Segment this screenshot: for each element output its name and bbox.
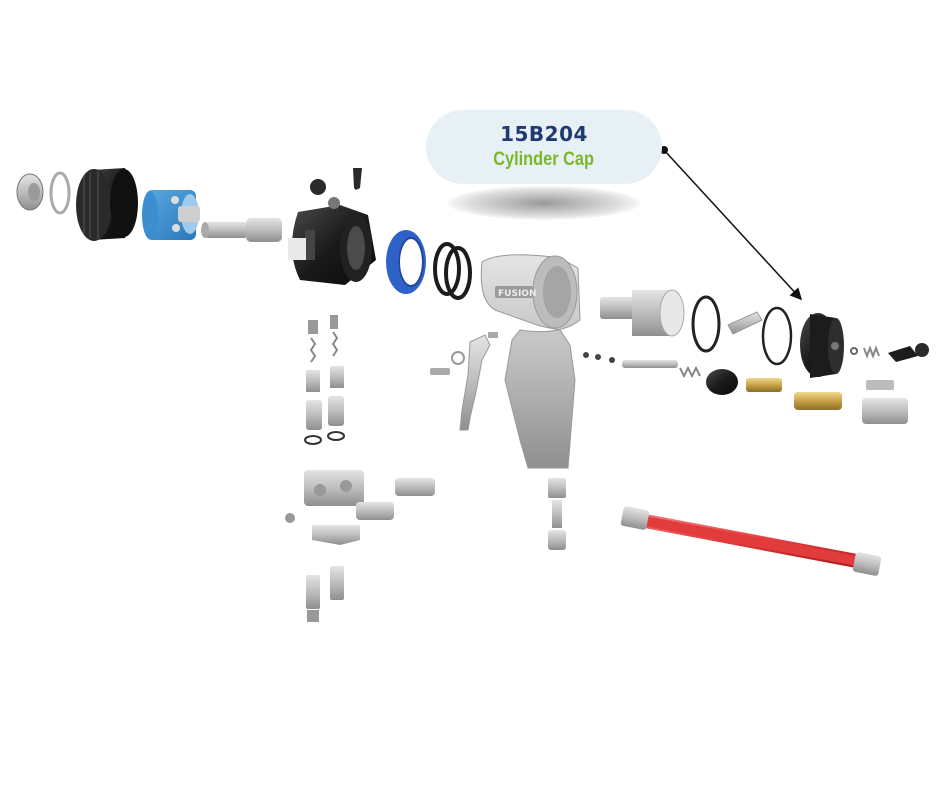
trigger xyxy=(430,332,498,431)
brass-fitting-large xyxy=(794,392,842,410)
gun-body: FUSION xyxy=(480,254,581,469)
red-hose xyxy=(620,506,882,576)
piston-o-ring-large xyxy=(691,295,721,353)
air-piston xyxy=(600,289,685,337)
retaining-ring-blue xyxy=(386,230,426,294)
spring-right xyxy=(863,345,880,359)
callout-shadow xyxy=(448,186,640,220)
front-o-ring xyxy=(49,171,71,215)
knob-black xyxy=(888,343,929,362)
brass-fitting-small xyxy=(746,378,782,392)
part-number: 15B204 xyxy=(500,122,588,146)
valve-body-black xyxy=(706,369,738,395)
adjustment-rod xyxy=(727,311,763,335)
callout-pointer xyxy=(660,146,803,301)
cylinder-cap xyxy=(800,313,844,378)
o-ring-black-1 xyxy=(433,242,461,296)
manifold-assembly xyxy=(285,315,435,622)
mix-chamber-housing-blue xyxy=(142,190,200,240)
small-washer xyxy=(850,347,858,355)
ball-valve xyxy=(862,380,908,424)
front-retaining-cap xyxy=(16,173,44,211)
part-name: Cylinder Cap xyxy=(493,149,595,170)
air-cap-black xyxy=(76,168,138,241)
needle-valve-row xyxy=(583,352,701,379)
cap-o-ring xyxy=(761,306,793,366)
gun-body-logo: FUSION xyxy=(498,289,536,299)
fluid-housing-black xyxy=(288,205,376,285)
part-callout: 15B204 Cylinder Cap xyxy=(426,110,662,184)
fluid-inlet-fittings xyxy=(548,478,566,550)
check-valve-small xyxy=(310,168,362,209)
piston-shaft xyxy=(201,218,282,242)
o-ring-black-2 xyxy=(444,246,472,300)
